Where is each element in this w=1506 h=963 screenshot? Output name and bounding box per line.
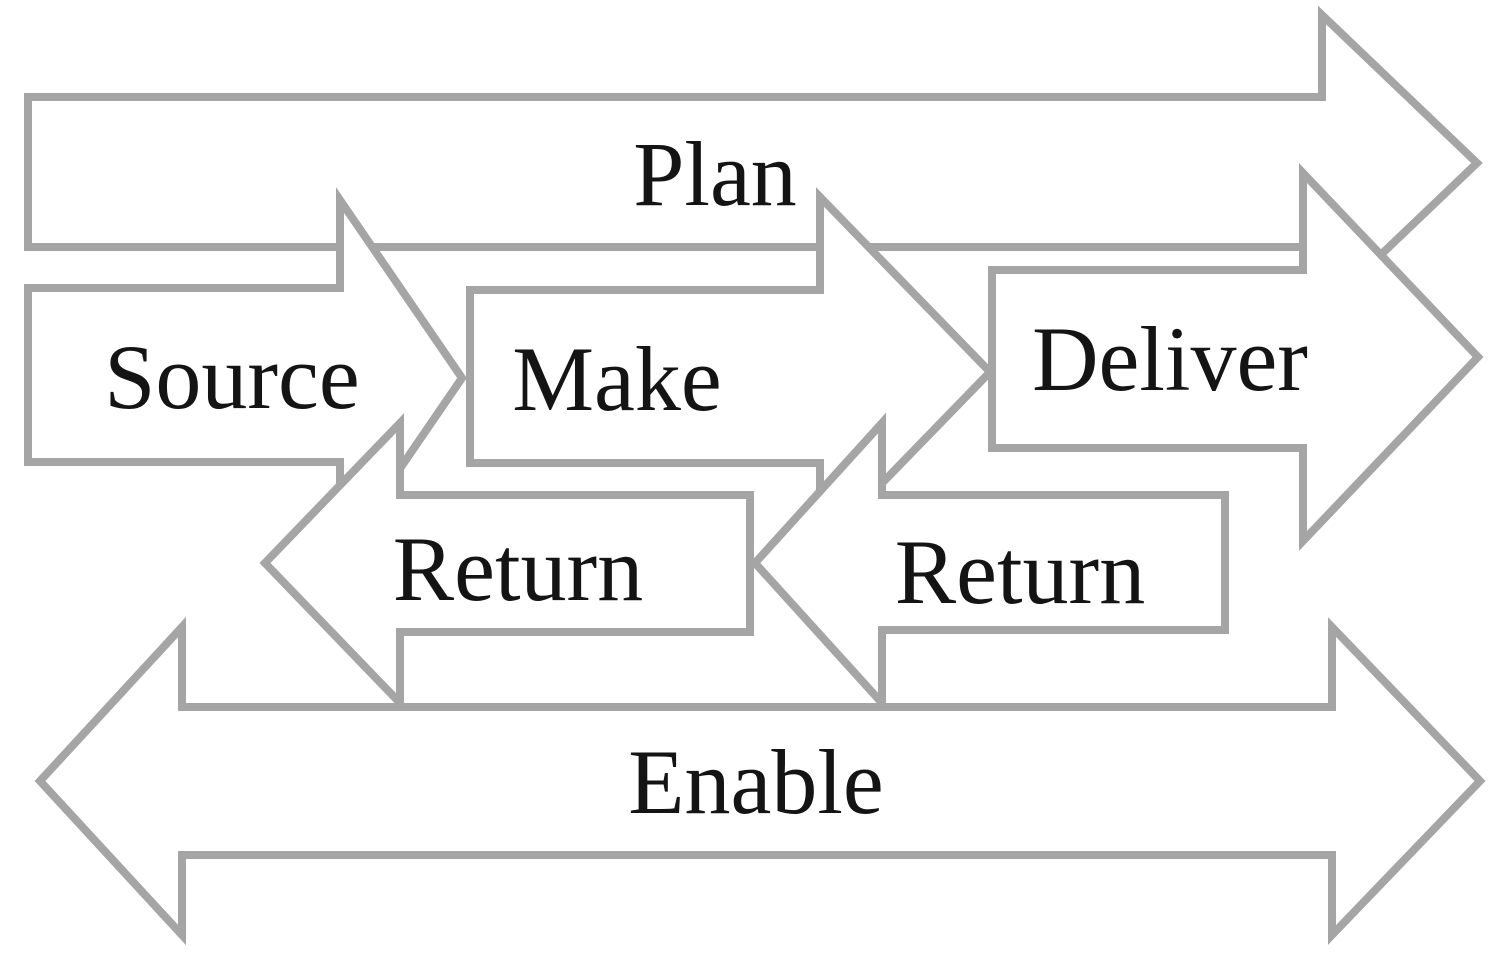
deliver-arrow: [988, 162, 1484, 552]
enable-arrow: [34, 616, 1486, 946]
make-arrow-label: Make: [512, 328, 721, 430]
return-deliver-arrow-label: Return: [895, 521, 1145, 623]
deliver-arrow-label: Deliver: [1032, 308, 1308, 410]
return-source-arrow: [259, 413, 754, 713]
return-deliver-arrow: [749, 412, 1229, 714]
plan-arrow: [24, 5, 1483, 321]
source-arrow-label: Source: [104, 326, 359, 428]
plan-arrow-label: Plan: [633, 123, 797, 225]
return-source-arrow-label: Return: [393, 518, 643, 620]
enable-arrow-label: Enable: [628, 731, 883, 833]
